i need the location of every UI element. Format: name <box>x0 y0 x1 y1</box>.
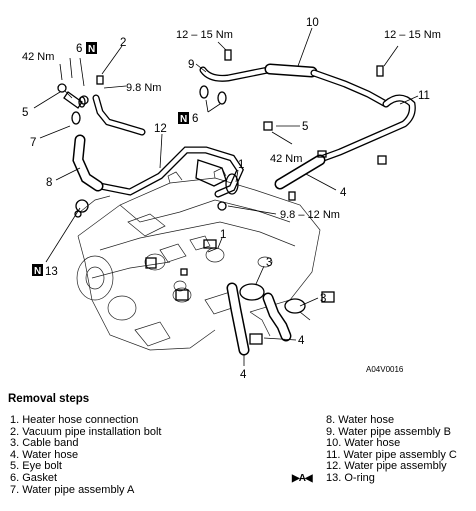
callout-3: 3 <box>266 257 272 269</box>
list-item: 11. Water pipe assembly C <box>326 448 457 461</box>
water-pipe-assembly-c <box>286 94 416 180</box>
list-item: 6. Gasket <box>10 471 58 484</box>
removal-steps-section: Removal steps 1. Heater hose connection … <box>8 393 470 505</box>
callout-4: 4 <box>240 369 247 380</box>
step-text: 13. O-ring <box>326 471 375 484</box>
list-item: 2. Vacuum pipe installation bolt <box>10 425 162 438</box>
list-item: 12. Water pipe assembly <box>326 460 447 473</box>
list-item: 4. Water hose <box>10 448 79 461</box>
torque-label: 42 Nm <box>270 153 302 165</box>
leader-lines <box>33 27 419 366</box>
cable-band-drawing <box>239 283 311 321</box>
callout-4: 4 <box>298 335 305 347</box>
callout-10: 10 <box>306 17 319 29</box>
removal-steps-right-column: 8. Water hose 9. Water pipe assembly B 1… <box>290 414 470 485</box>
removal-steps-title: Removal steps <box>8 393 90 405</box>
list-item: 10. Water hose <box>326 437 401 450</box>
callout-5: 5 <box>22 107 28 119</box>
callout-13: 13 <box>45 266 58 278</box>
callout-2: 2 <box>120 37 126 49</box>
list-item: 3. Cable band <box>10 437 79 450</box>
list-item: 7. Water pipe assembly A <box>10 483 135 496</box>
callout-6: 6 <box>192 113 198 125</box>
removal-steps-left-column: 1. Heater hose connection 2. Vacuum pipe… <box>10 414 300 496</box>
svg-text:N: N <box>180 114 187 125</box>
torque-label: 12 – 15 Nm <box>176 29 233 41</box>
callout-11: 11 <box>418 90 430 102</box>
callout-9: 9 <box>188 59 194 71</box>
svg-text:N: N <box>34 266 41 277</box>
procedure-marker: ▶A◀ <box>292 472 313 484</box>
water-hose-upper <box>274 154 326 190</box>
new-part-badge: N <box>32 264 43 277</box>
water-pipe-assembly-12 <box>96 146 244 198</box>
list-item: 1. Heater hose connection <box>10 414 139 426</box>
callout-5: 5 <box>302 121 308 133</box>
callout-12: 12 <box>154 123 167 135</box>
torque-label: 9.8 Nm <box>126 82 161 94</box>
list-item: 5. Eye bolt <box>10 460 62 473</box>
callout-1: 1 <box>220 229 226 241</box>
water-hose-8 <box>72 134 104 192</box>
water-pipe-assembly-b <box>199 63 390 108</box>
water-hose-lower <box>226 282 292 356</box>
new-part-badge: N <box>86 42 97 55</box>
callout-3: 3 <box>320 293 326 305</box>
callout-8: 8 <box>46 177 52 189</box>
fittings <box>75 199 335 345</box>
water-pipe-assembly-a <box>63 91 146 136</box>
torque-label: 42 Nm <box>22 51 54 63</box>
svg-text:N: N <box>88 44 95 55</box>
callout-4: 4 <box>340 187 347 199</box>
new-part-badge: N <box>178 112 189 125</box>
callout-1: 1 <box>238 159 244 171</box>
figure-code: A04V0016 <box>366 365 404 374</box>
list-item: 9. Water pipe assembly B <box>326 425 451 438</box>
list-item: ▶A◀ 13. O-ring <box>290 471 470 485</box>
torque-label: 9.8 – 12 Nm <box>280 209 340 221</box>
callout-6: 6 <box>76 43 82 55</box>
list-item: 8. Water hose <box>326 414 395 426</box>
exploded-view-diagram: 42 Nm 9.8 Nm 12 – 15 Nm 12 – 15 Nm 42 Nm… <box>22 17 441 380</box>
callout-7: 7 <box>30 137 36 149</box>
torque-label: 12 – 15 Nm <box>384 29 441 41</box>
